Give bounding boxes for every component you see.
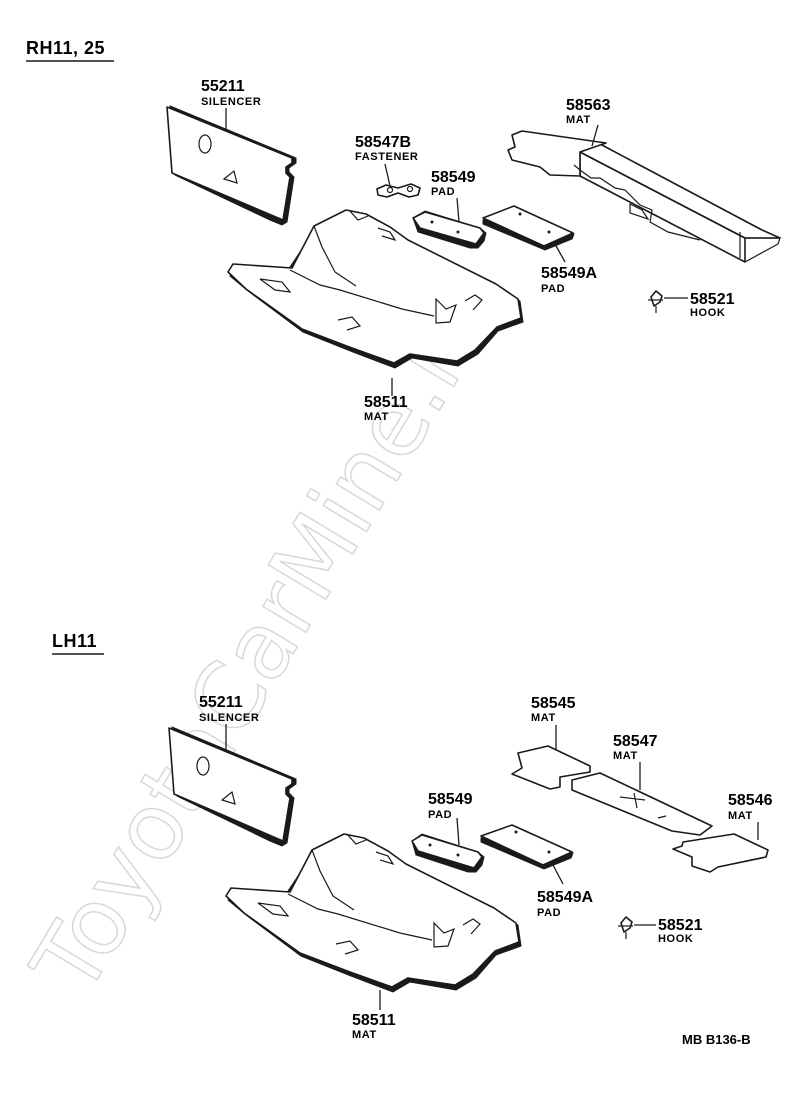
part-name: FASTENER [355, 151, 418, 163]
mat-58545-drawing [511, 745, 591, 790]
leader-line [456, 817, 460, 846]
part-number: 58549 [431, 169, 476, 186]
pad-drawing [411, 833, 485, 873]
part-name: PAD [428, 809, 452, 821]
part-number: 58546 [728, 792, 773, 809]
part-name: MAT [364, 411, 389, 423]
part-number: 58547B [355, 134, 411, 151]
part-name: MAT [613, 750, 638, 762]
mat-58563-drawing [507, 130, 781, 263]
part-number: 58563 [566, 97, 611, 114]
part-name: SILENCER [201, 96, 261, 108]
part-number: 55211 [199, 694, 243, 711]
part-name: PAD [541, 283, 565, 295]
part-number: 58547 [613, 733, 658, 750]
part-name: MAT [566, 114, 591, 126]
section-rh: RH11, 25 55211 SILENCER 58547B FASTENER [26, 38, 781, 423]
part-name: MAT [352, 1029, 377, 1041]
hook-drawing [648, 290, 663, 313]
part-number: 58545 [531, 695, 576, 712]
part-name: MAT [728, 810, 753, 822]
silencer-drawing [166, 105, 297, 226]
pad-drawing [412, 210, 487, 249]
leader-line [591, 124, 599, 147]
pad-58549a-drawing [480, 824, 574, 870]
part-number: 58549 [428, 791, 473, 808]
section-lh: LH11 55211 SILENCER 58545 MAT 58547 MAT [52, 631, 773, 1047]
part-number: 58521 [658, 917, 703, 934]
part-name: PAD [431, 186, 455, 198]
leader-line [552, 864, 564, 885]
part-name: HOOK [658, 933, 693, 945]
part-number: 55211 [201, 78, 245, 95]
hook-drawing [618, 916, 633, 939]
part-name: PAD [537, 907, 561, 919]
mat-58547-drawing [571, 772, 713, 836]
part-number: 58549A [541, 265, 597, 282]
leader-line [554, 243, 566, 263]
leader-line [456, 197, 460, 223]
part-number: 58511 [352, 1012, 396, 1029]
floor-mat-drawing [225, 833, 522, 993]
fastener-drawing [376, 183, 421, 198]
part-number: 58521 [690, 291, 735, 308]
part-name: SILENCER [199, 712, 259, 724]
part-number: 58549A [537, 889, 593, 906]
pad-58549a-drawing [482, 205, 575, 251]
part-number: 58511 [364, 394, 408, 411]
floor-mat-drawing [227, 209, 524, 369]
silencer-drawing [168, 726, 297, 847]
reference-code: MB B136-B [682, 1032, 751, 1047]
section-title: LH11 [52, 631, 97, 651]
mat-58546-drawing [672, 833, 769, 873]
part-name: MAT [531, 712, 556, 724]
section-title: RH11, 25 [26, 38, 105, 58]
leader-line [384, 163, 391, 187]
part-name: HOOK [690, 307, 725, 319]
